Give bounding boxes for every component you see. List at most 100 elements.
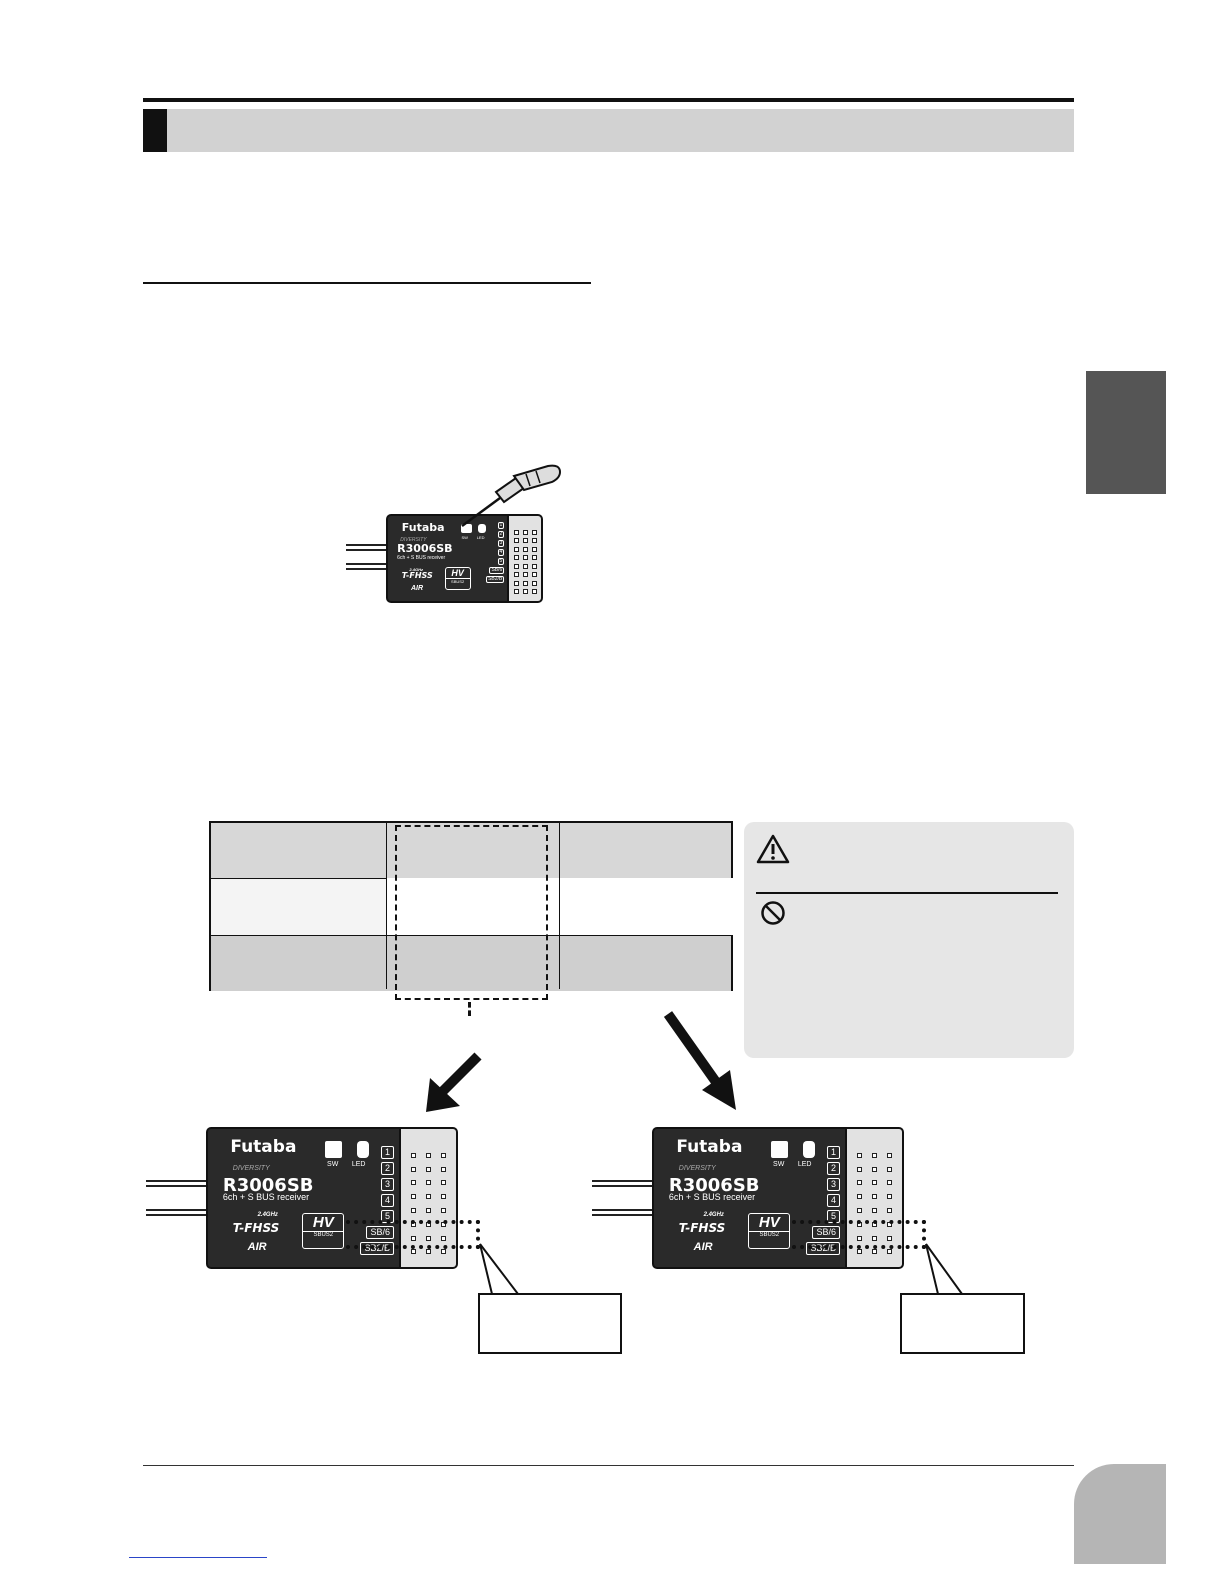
- header-pin: [441, 1249, 447, 1255]
- receiver-band: 2.4GHz: [703, 1211, 724, 1218]
- channel-label: 5: [497, 557, 505, 565]
- link-switch[interactable]: [324, 1141, 342, 1158]
- receiver-model: R3006SB: [397, 541, 453, 555]
- channel-label: SB/6: [812, 1225, 840, 1239]
- callout-box-right: [900, 1293, 1025, 1354]
- header-pin: [410, 1180, 416, 1186]
- header-pin: [410, 1194, 416, 1200]
- header-pin: [856, 1207, 862, 1213]
- arrow-down-left-icon: [426, 1052, 482, 1112]
- switch-label: SW: [461, 534, 468, 540]
- table-cell-highlight: [387, 878, 559, 935]
- receiver-protocol: T-FHSS: [678, 1221, 726, 1236]
- receiver-description: 6ch + S BUS receiver: [397, 555, 446, 562]
- led-label: LED: [351, 1160, 366, 1168]
- receiver-wire: [592, 1209, 654, 1216]
- sbus2-label: SBUS2: [445, 578, 470, 584]
- channel-label: 2: [380, 1161, 394, 1175]
- receiver-large-left: Futaba DIVERSITY R3006SB 6ch + S BUS rec…: [206, 1127, 458, 1269]
- header-pin: [513, 572, 519, 578]
- table-column-divider: [559, 823, 560, 989]
- header-pin: [441, 1152, 447, 1158]
- hv-label: HV: [451, 568, 464, 578]
- header-pin: [871, 1194, 877, 1200]
- header-pin: [441, 1207, 447, 1213]
- channel-label: 1: [826, 1145, 840, 1159]
- header-pin: [871, 1235, 877, 1241]
- channel-label: SB/6: [489, 566, 505, 574]
- header-pin: [513, 555, 519, 561]
- header-pin: [856, 1194, 862, 1200]
- dashed-selection-box: [395, 825, 548, 1000]
- callout-pointer: [925, 1243, 992, 1295]
- header-pin: [513, 538, 519, 544]
- callout-box-left: [478, 1293, 622, 1354]
- header-pin: [531, 538, 537, 544]
- sbus2-label: SBUS2: [749, 1231, 790, 1238]
- header-pin: [871, 1249, 877, 1255]
- channel-label: 2: [497, 530, 505, 538]
- header-pin: [531, 572, 537, 578]
- header-pin: [425, 1249, 431, 1255]
- header-pin: [856, 1166, 862, 1172]
- receiver-air-label: AIR: [693, 1240, 713, 1253]
- receiver-model: R3006SB: [668, 1174, 760, 1196]
- header-pin: [441, 1235, 447, 1241]
- chapter-side-tab[interactable]: [1086, 371, 1166, 494]
- header-pin: [887, 1249, 893, 1255]
- warning-divider: [756, 892, 1058, 894]
- link-switch[interactable]: [461, 523, 473, 533]
- header-pin: [425, 1207, 431, 1213]
- header-pin: [522, 589, 528, 595]
- header-pin: [410, 1207, 416, 1213]
- compatibility-table: [209, 821, 733, 991]
- channel-label: 2: [826, 1161, 840, 1175]
- led-label: LED: [797, 1160, 812, 1168]
- header-pin: [887, 1152, 893, 1158]
- header-pin: [425, 1180, 431, 1186]
- header-pin: [887, 1207, 893, 1213]
- prohibition-icon: [761, 901, 785, 925]
- header-pin: [513, 529, 519, 535]
- sb6-dotted-highlight: [792, 1220, 926, 1249]
- receiver-diversity-label: DIVERSITY: [678, 1164, 716, 1172]
- status-led: [478, 523, 486, 533]
- receiver-wire: [592, 1180, 654, 1187]
- header-pin: [871, 1166, 877, 1172]
- receiver-air-label: AIR: [410, 584, 423, 592]
- header-pin: [441, 1194, 447, 1200]
- warning-triangle-icon: [756, 834, 790, 864]
- header-pin: [522, 572, 528, 578]
- header-pin: [531, 546, 537, 552]
- page-number-tab: [1074, 1464, 1166, 1564]
- header-pin: [410, 1166, 416, 1172]
- header-pin: [425, 1194, 431, 1200]
- top-rule: [143, 98, 1074, 102]
- header-pin: [522, 529, 528, 535]
- receiver-air-label: AIR: [247, 1240, 267, 1253]
- header-pin: [513, 563, 519, 569]
- section-heading-bar: [143, 109, 1074, 152]
- footer-link[interactable]: [129, 1557, 267, 1558]
- receiver-wire: [346, 544, 388, 551]
- header-pin: [856, 1249, 862, 1255]
- table-column-divider: [386, 823, 387, 989]
- channel-label: 4: [497, 548, 505, 556]
- receiver-diversity-label: DIVERSITY: [232, 1164, 270, 1172]
- header-pin: [410, 1235, 416, 1241]
- header-pin: [513, 580, 519, 586]
- hv-label: HV: [758, 1214, 780, 1232]
- header-pin: [522, 555, 528, 561]
- receiver-pin-header: [844, 1129, 902, 1267]
- screwdriver-icon: [461, 464, 562, 528]
- warning-panel: [744, 822, 1074, 1058]
- header-pin: [410, 1152, 416, 1158]
- receiver-band: 2.4GHz: [409, 567, 423, 572]
- header-pin: [522, 563, 528, 569]
- link-switch[interactable]: [770, 1141, 788, 1158]
- receiver-wire: [146, 1180, 208, 1187]
- heading-marker: [143, 109, 167, 152]
- arrow-down-right-icon: [663, 1011, 736, 1110]
- receiver-description: 6ch + S BUS receiver: [222, 1192, 310, 1203]
